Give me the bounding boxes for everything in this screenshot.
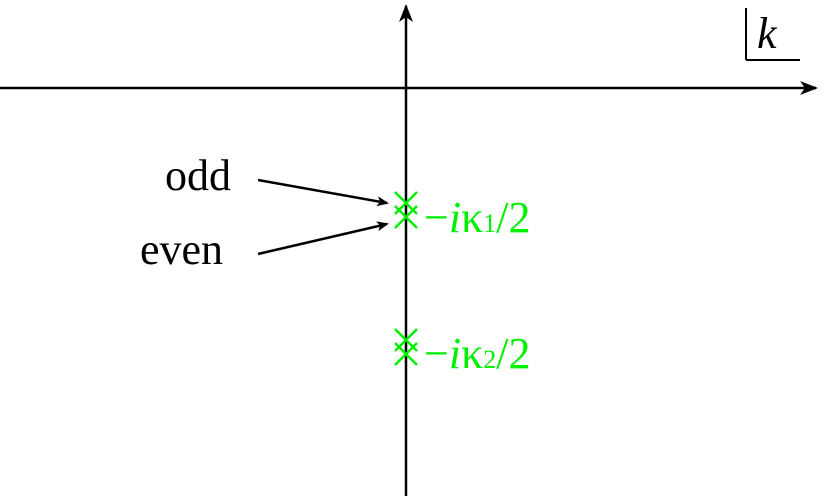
pole-1-label: −iκ1/2 <box>424 193 530 242</box>
odd-annotation-label: odd <box>165 151 231 200</box>
odd-arrow <box>257 178 389 207</box>
even-arrow <box>257 221 389 256</box>
even-annotation-label: even <box>140 225 223 274</box>
pole-2-marker <box>394 328 418 366</box>
k-variable-label: k <box>757 9 778 58</box>
pole-2-label: −iκ2/2 <box>424 329 530 378</box>
pole-1-marker <box>394 191 418 229</box>
k-plane-label: k <box>745 8 800 61</box>
